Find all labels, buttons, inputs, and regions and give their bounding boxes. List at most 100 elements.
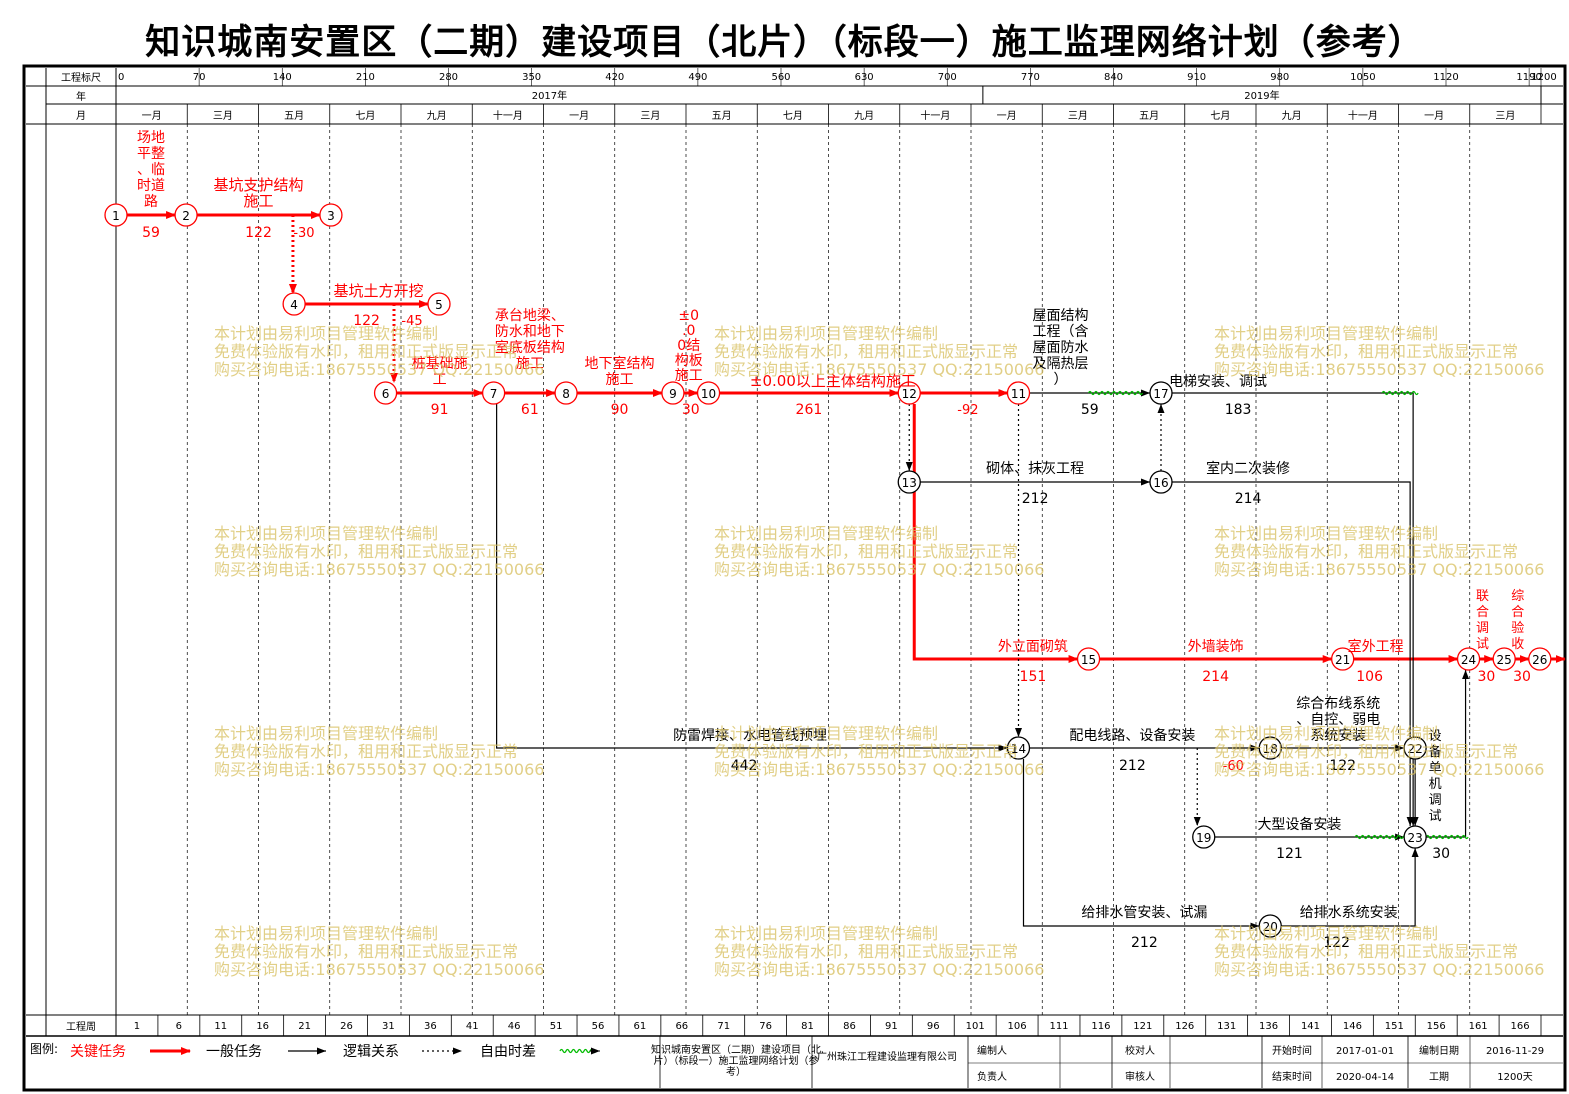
node-25 — [1492, 647, 1516, 671]
duration-21-24: 106 — [1356, 669, 1383, 685]
scale-tick-label: 910 — [1187, 72, 1206, 83]
week-header-label: 工程周 — [66, 1021, 96, 1033]
label-18-22: 系统安装 — [1310, 728, 1366, 744]
week-label: 141 — [1301, 1021, 1320, 1032]
scale-tick-label: 1120 — [1433, 72, 1458, 83]
node-21 — [1331, 647, 1355, 671]
label-11-17: 屋面结构 — [1033, 308, 1089, 324]
node-7 — [481, 381, 506, 405]
label-22-23: 备 — [1429, 744, 1442, 760]
label-22-23: 设 — [1429, 729, 1442, 744]
month-label: 一月 — [1424, 110, 1444, 122]
node-label-2: 2 — [182, 209, 190, 223]
node-17 — [1149, 381, 1173, 405]
date-value: 2016-11-29 — [1486, 1046, 1544, 1057]
label-7-8: 施工 — [516, 356, 544, 372]
node-label-22: 22 — [1407, 742, 1422, 756]
scale-tick-label: 70 — [193, 72, 206, 83]
arrow-14-20 — [1022, 759, 1260, 930]
label-14-20: 给排水管安装、试漏 — [1081, 905, 1207, 921]
date-label: 编制日期 — [1419, 1044, 1459, 1057]
month-label: 一月 — [142, 110, 162, 122]
week-label: 56 — [592, 1021, 605, 1032]
label-8-9: 地下室结构 — [585, 355, 655, 372]
month-label: 五月 — [1139, 110, 1159, 122]
label-7-8: 室底板结构 — [495, 339, 565, 356]
footer-project-name: 考） — [726, 1066, 746, 1078]
week-label: 61 — [634, 1021, 647, 1032]
scale-tick-label: 350 — [522, 72, 541, 83]
node-3 — [319, 203, 343, 227]
month-label: 三月 — [640, 110, 660, 122]
legend-logic-label: 逻辑关系 — [343, 1044, 399, 1060]
week-label: 31 — [382, 1021, 395, 1032]
label-11-17: 及隔热层 — [1033, 356, 1089, 372]
scale-tick-label: 770 — [1021, 72, 1040, 83]
node-11 — [1006, 381, 1031, 405]
week-label: 86 — [843, 1021, 856, 1032]
label-11-17: 工程（含 — [1033, 324, 1089, 340]
node-label-14: 14 — [1011, 742, 1026, 756]
label-1-2: 、临 — [137, 162, 165, 178]
label-9-10: 施工 — [675, 368, 703, 384]
label-1-2: 路 — [144, 194, 158, 210]
week-label: 116 — [1091, 1021, 1110, 1032]
arrow-20-23 — [1281, 848, 1419, 927]
arrow-7-14 — [496, 404, 1008, 752]
label-7-14: 防雷焊接、水电管线预埋 — [673, 727, 827, 744]
month-label: 三月 — [213, 110, 233, 122]
label-18-22: 、自控、弱电 — [1296, 712, 1380, 728]
duration-14-20: 212 — [1131, 935, 1158, 951]
label-2-3: 施工 — [243, 192, 273, 210]
label-8-9: 施工 — [606, 372, 634, 388]
year-label: 2019年 — [1244, 89, 1279, 102]
duration-22-23: 30 — [1432, 846, 1450, 862]
duration-7-14: 442 — [731, 758, 758, 774]
week-label: 1 — [134, 1021, 140, 1032]
reviewer-label: 审核人 — [1125, 1070, 1155, 1083]
month-label: 一月 — [569, 110, 589, 122]
scale-tick-label: 630 — [855, 72, 874, 83]
footer-company: 广州珠江工程建设监理有限公司 — [817, 1050, 957, 1063]
node-label-1: 1 — [112, 209, 120, 223]
duration-1-2: 59 — [142, 225, 160, 241]
duration-12-15: 151 — [1020, 669, 1047, 685]
label-16-23: 室内二次装修 — [1206, 460, 1290, 477]
label-24-25: 调 — [1476, 621, 1489, 636]
node-18 — [1258, 736, 1282, 760]
year-label: 2017年 — [532, 89, 567, 102]
responsible-label: 负责人 — [977, 1070, 1007, 1083]
month-label: 九月 — [1282, 110, 1302, 122]
duration-7-8: 61 — [521, 402, 539, 418]
node-22 — [1403, 736, 1427, 760]
week-label: 121 — [1133, 1021, 1152, 1032]
legend-float-label: 自由时差 — [480, 1044, 536, 1060]
node-label-6: 6 — [382, 387, 390, 401]
year-header-label: 年 — [76, 90, 86, 103]
label-19-23: 大型设备安装 — [1257, 816, 1341, 833]
duration-16-23: 214 — [1235, 491, 1262, 507]
month-header-label: 月 — [76, 110, 86, 122]
month-label: 九月 — [854, 110, 874, 122]
node-label-20: 20 — [1263, 920, 1278, 934]
label-25-26: 合 — [1511, 605, 1524, 620]
duration-25-26: 30 — [1513, 669, 1531, 685]
duration-2-3: 122 — [245, 225, 272, 241]
duration-20-23: 122 — [1323, 935, 1350, 951]
month-label: 九月 — [427, 110, 447, 122]
week-label: 161 — [1469, 1021, 1488, 1032]
node-24 — [1456, 647, 1481, 671]
node-5 — [427, 292, 451, 316]
label-22-23: 机 — [1429, 777, 1442, 792]
duration-13-16: 212 — [1022, 491, 1049, 507]
duration-11-17: 59 — [1081, 402, 1099, 418]
node-label-12: 12 — [902, 387, 917, 401]
scale-tick-label: 490 — [688, 72, 707, 83]
week-label: 41 — [466, 1021, 479, 1032]
month-label: 五月 — [712, 110, 732, 122]
week-label: 36 — [424, 1021, 437, 1032]
week-label: 151 — [1385, 1021, 1404, 1032]
node-4 — [282, 292, 306, 316]
label-15-21: 外墙装饰 — [1188, 639, 1244, 655]
